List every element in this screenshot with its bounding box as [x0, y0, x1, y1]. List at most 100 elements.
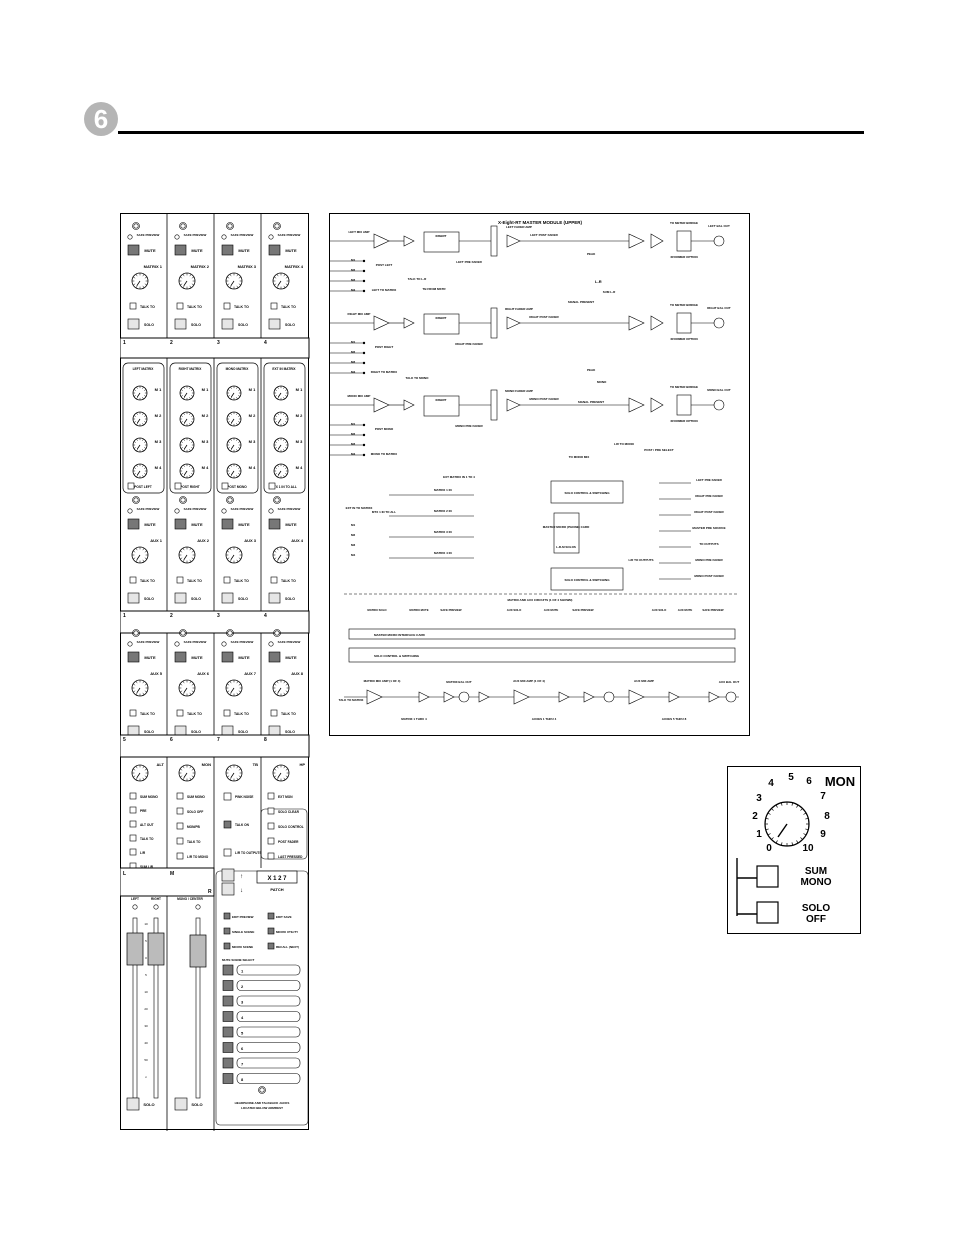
mix-amp-label: AUX MIX AMP [634, 679, 654, 683]
knob-ridge [191, 550, 195, 553]
solo-off-button [756, 901, 779, 924]
knob-ridge [144, 276, 148, 279]
knob-pointer [183, 554, 188, 561]
mix-label: M 3 [249, 439, 256, 444]
fader-scale: ∞ [145, 1075, 147, 1079]
safe-preview-label: SAFE PREVIEW [231, 507, 254, 511]
knob-ridge [796, 840, 799, 844]
talk-to-label: TALK TO [281, 712, 296, 716]
fader-amp [506, 398, 521, 412]
mono-label: MONO [597, 380, 607, 384]
switch [176, 837, 184, 845]
solo-control-panel [260, 808, 308, 860]
talk-to-label: TALK TO [234, 305, 249, 309]
switch [129, 834, 137, 842]
knob-ridge [238, 421, 241, 423]
switch [129, 806, 137, 814]
right-label: MONO PRE FADER [695, 558, 723, 562]
switch-contact [362, 453, 366, 457]
talk-to-button [270, 576, 278, 584]
knob-ridge [277, 449, 279, 452]
knob-ridge [144, 550, 148, 553]
schematic-title: X-Eight-RT MASTER MODULE (UPPER) [498, 220, 582, 225]
fader-label: RIGHT [151, 897, 161, 901]
knob-ridge [179, 557, 183, 560]
mute-label: MUTE [238, 655, 250, 660]
mix-label: M 4 [296, 465, 303, 470]
xformer [676, 394, 692, 416]
knob-ridge [238, 683, 242, 686]
peak-label: PEAK [587, 252, 596, 256]
xformer-label: XFORMER OPTION [670, 419, 697, 423]
knob-ridge [183, 412, 185, 415]
switch-label: TALK TO [187, 840, 201, 844]
knob-pointer [136, 554, 141, 561]
jack [179, 629, 187, 637]
mix-label: M 4 [202, 465, 209, 470]
mute-button [127, 518, 140, 530]
knob-ridge [226, 283, 230, 286]
lrm-label: L-R-M SOLOS [556, 545, 576, 549]
knob-ridge [236, 449, 238, 452]
post-label: POST MONO [375, 427, 394, 431]
switch-label: PRE [140, 809, 147, 813]
knob-pointer [183, 280, 188, 287]
post-fader-label: MONO POST FADER [529, 397, 559, 401]
solo-label: SOLO [191, 1102, 202, 1107]
mute-button [268, 244, 281, 256]
knob-ridge [227, 415, 230, 417]
jack-led [259, 1087, 265, 1093]
fader-amp-label: LEFT FADER AMP [506, 225, 532, 229]
knob-ridge [229, 285, 232, 289]
knob-ridge [180, 447, 183, 449]
knob-ridge [179, 690, 183, 693]
knob-pointer [230, 392, 235, 398]
switch-label: SAFE PREVIEW [702, 608, 723, 612]
safe-preview-led [268, 508, 274, 514]
knob-ridge [229, 692, 232, 696]
knob-ridge [274, 415, 277, 417]
knob-ridge [765, 828, 769, 831]
strip-label: AUX 7 [244, 671, 257, 676]
switch-contact [362, 279, 366, 283]
knob-ridge [227, 395, 230, 397]
pre-fader-label: LEFT PRE FADER [456, 260, 482, 264]
jack-led [133, 630, 139, 636]
fader-label: MONO / CENTER [177, 897, 203, 901]
knob-ridge [133, 467, 136, 469]
knob-ridge [227, 467, 230, 469]
knob-ridge [142, 412, 144, 415]
knob-ridge [142, 464, 144, 467]
knob-ridge [191, 441, 194, 443]
solo-button [174, 592, 187, 604]
knob-ridge [238, 276, 242, 279]
solo-button [221, 592, 234, 604]
mute-label: MUTE [191, 248, 203, 253]
knob-ridge [142, 423, 144, 426]
knob-ridge [135, 692, 138, 696]
lr-label: L-R [595, 279, 602, 284]
sum-label: SUM L-R [603, 290, 616, 294]
switch-contact [362, 269, 366, 273]
header-rule [118, 131, 864, 134]
knob-ridge [182, 547, 185, 551]
strip-number: 7 [217, 737, 220, 743]
knob-ridge [276, 285, 279, 289]
knob-ridge [136, 397, 138, 400]
safe-preview-label: SAFE PREVIEW [278, 640, 301, 644]
mute-button [221, 651, 234, 663]
knob-ridge [191, 557, 195, 560]
fader-scale: 50 [144, 1058, 148, 1062]
jack-led [227, 630, 233, 636]
strip-number: 1 [123, 613, 126, 619]
switch [129, 792, 137, 800]
jack-led [227, 497, 233, 503]
patch-button-label: MICRO SCENE [232, 945, 253, 949]
knob-ridge [283, 777, 286, 781]
jack-led [227, 223, 233, 229]
switch [267, 807, 275, 815]
m-label: M4 [351, 370, 355, 374]
knob-ridge [274, 473, 277, 475]
fader-block [490, 389, 498, 421]
knob-ridge [238, 283, 242, 286]
